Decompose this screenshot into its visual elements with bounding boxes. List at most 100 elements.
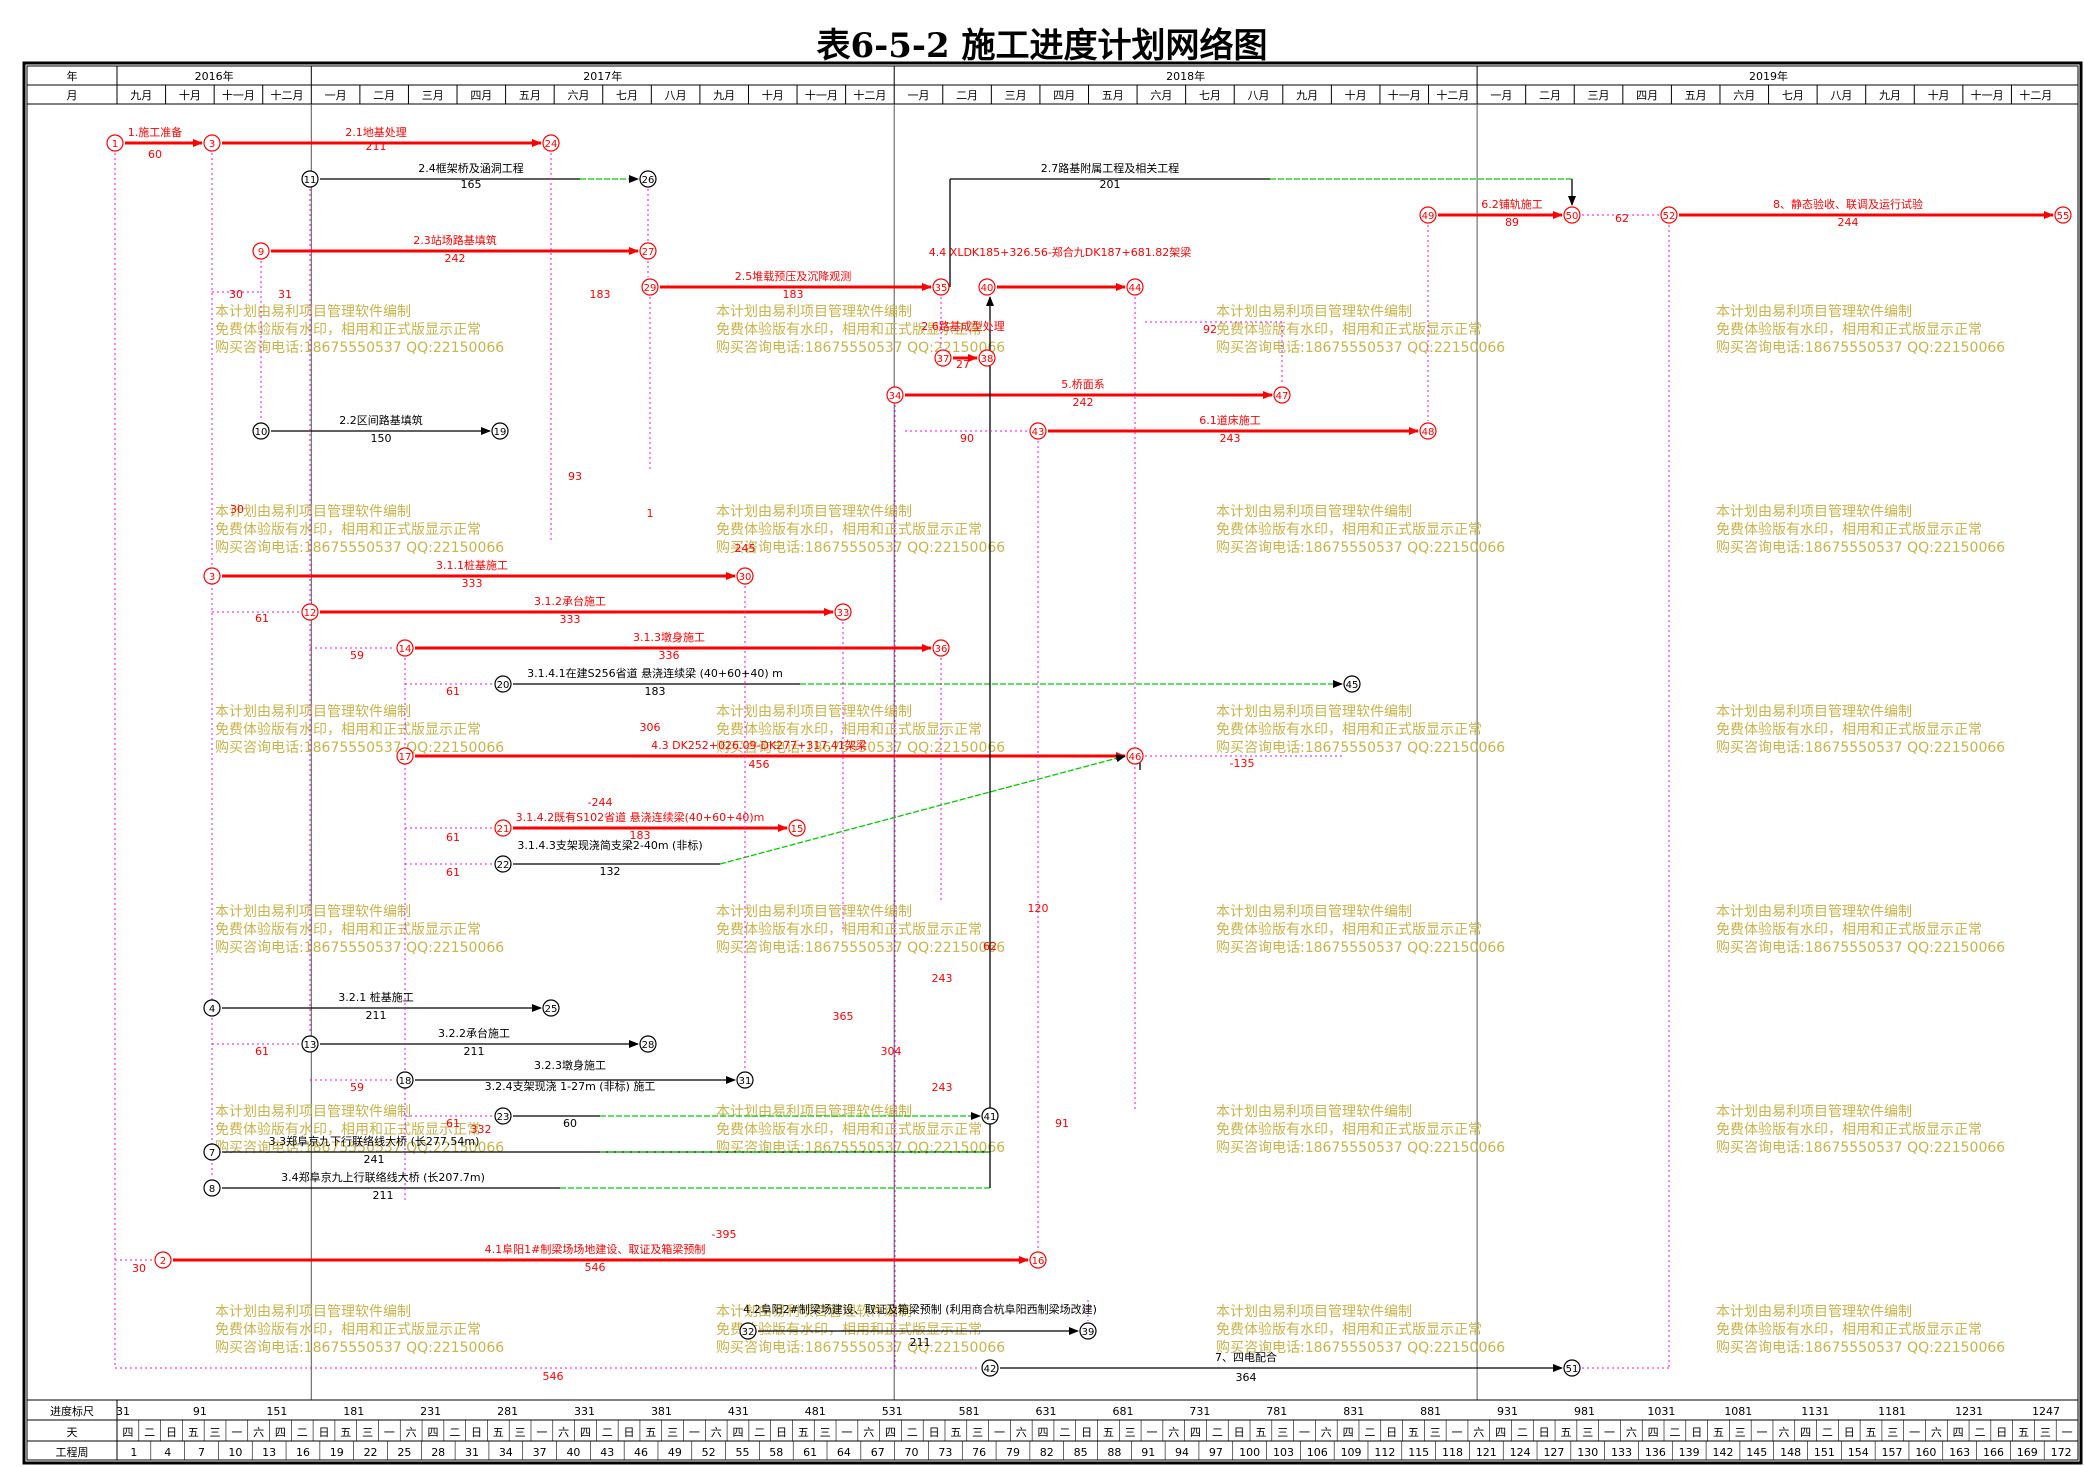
network-node [396, 747, 414, 765]
network-node [1029, 1251, 1047, 1269]
watermark-line: 购买咨询电话:18675550537 QQ:22150066 [215, 940, 504, 956]
month-cell: 四月 [1636, 89, 1658, 102]
week-cell: 127 [1543, 1446, 1564, 1459]
week-cell: 19 [330, 1446, 344, 1459]
watermark-line: 购买咨询电话:18675550537 QQ:22150066 [1716, 1340, 2005, 1356]
scale-value: 831 [1343, 1405, 1364, 1418]
network-node [2054, 206, 2072, 224]
node-number: 39 [1082, 1327, 1095, 1338]
activity-duration: 333 [462, 577, 483, 590]
activity-duration: 211 [366, 140, 387, 153]
week-cell: 139 [1679, 1446, 1700, 1459]
day-cell: 三 [515, 1426, 526, 1439]
day-cell: 一 [689, 1426, 700, 1439]
day-cell: 四 [1190, 1426, 1201, 1439]
day-cell: 六 [406, 1426, 417, 1439]
day-cell: 日 [318, 1426, 329, 1439]
month-cell: 二月 [373, 89, 395, 102]
watermark-line: 本计划由易利项目管理软件编制 [1716, 1104, 1912, 1120]
node-number: 3 [209, 572, 215, 583]
node-number: 22 [497, 860, 510, 871]
watermark-line: 购买咨询电话:18675550537 QQ:22150066 [1216, 340, 1505, 356]
day-cell: 二 [1059, 1426, 1070, 1439]
week-cell: 121 [1476, 1446, 1497, 1459]
scale-value: 1081 [1724, 1405, 1752, 1418]
day-cell: 六 [558, 1426, 569, 1439]
week-cell: 52 [702, 1446, 716, 1459]
watermark-line: 本计划由易利项目管理软件编制 [215, 904, 411, 920]
day-cell: 日 [1539, 1426, 1550, 1439]
float-value: 61 [255, 612, 269, 625]
day-cell: 三 [2040, 1426, 2051, 1439]
week-cell: 91 [1141, 1446, 1155, 1459]
activity-duration: 165 [461, 178, 482, 191]
watermark-line: 购买咨询电话:18675550537 QQ:22150066 [215, 740, 504, 756]
activity-name: 5.桥面系 [1061, 378, 1105, 391]
float-value: 30 [230, 503, 244, 516]
node-number: 15 [791, 824, 804, 835]
watermark-line: 免费体验版有水印，相用和正式版显示正常 [1716, 722, 1982, 738]
node-number: 10 [255, 427, 268, 438]
day-cell: 一 [231, 1426, 242, 1439]
watermark-line: 购买咨询电话:18675550537 QQ:22150066 [1716, 1140, 2005, 1156]
week-cell: 100 [1239, 1446, 1260, 1459]
month-cell: 十二月 [853, 88, 886, 102]
network-node [203, 567, 221, 585]
month-cell: 二月 [956, 89, 978, 102]
network-node [252, 242, 270, 260]
day-cell: 三 [1277, 1426, 1288, 1439]
node-number: 23 [497, 1112, 510, 1123]
week-cell: 142 [1712, 1446, 1733, 1459]
month-cell: 三月 [1588, 89, 1610, 102]
day-cell: 四 [1953, 1426, 1964, 1439]
day-cell: 六 [253, 1426, 264, 1439]
week-cell: 97 [1209, 1446, 1223, 1459]
node-number: 29 [644, 283, 657, 294]
week-cell: 25 [397, 1446, 411, 1459]
day-cell: 五 [340, 1426, 351, 1439]
week-cell: 28 [431, 1446, 445, 1459]
node-number: 7 [209, 1148, 215, 1159]
node-number: 34 [889, 391, 902, 402]
activity-name: 3.1.4.2既有S102省道 悬浇连续梁(40+60+40)m [516, 810, 765, 824]
activity-duration: 243 [1220, 432, 1241, 445]
day-cell: 二 [1517, 1426, 1528, 1439]
day-cell: 五 [2018, 1426, 2029, 1439]
day-cell: 三 [210, 1426, 221, 1439]
watermark-line: 免费体验版有水印，相用和正式版显示正常 [1216, 922, 1482, 938]
scale-value: 531 [882, 1405, 903, 1418]
float-value: 30 [229, 288, 243, 301]
day-cell: 一 [994, 1426, 1005, 1439]
day-cell: 日 [776, 1426, 787, 1439]
float-value: -244 [588, 796, 613, 809]
float-value: 92 [1203, 323, 1217, 336]
day-cell: 一 [1146, 1426, 1157, 1439]
watermark-line: 免费体验版有水印，相用和正式版显示正常 [1716, 322, 1982, 338]
activity-duration: 211 [910, 1336, 931, 1349]
week-cell: 118 [1442, 1446, 1463, 1459]
network-node [1126, 747, 1144, 765]
node-number: 26 [642, 175, 655, 186]
scale-value: 151 [266, 1405, 287, 1418]
week-cell: 112 [1374, 1446, 1395, 1459]
node-number: 44 [1129, 283, 1142, 294]
network-node [981, 1107, 999, 1125]
month-cell: 十月 [1345, 88, 1367, 102]
watermark-line: 本计划由易利项目管理软件编制 [215, 304, 411, 320]
node-number: 27 [642, 247, 655, 258]
activity-name: 3.1.4.1在建S256省道 悬浇连续梁 (40+60+40) m [527, 666, 783, 680]
watermark-line: 免费体验版有水印，相用和正式版显示正常 [1716, 922, 1982, 938]
day-cell: 一 [536, 1426, 547, 1439]
activity-duration: 242 [1073, 396, 1094, 409]
month-cell: 七月 [1199, 89, 1221, 102]
day-cell: 三 [1125, 1426, 1136, 1439]
node-number: 46 [1129, 752, 1142, 763]
activity-name: 2.4框架桥及涵洞工程 [418, 161, 524, 175]
node-number: 11 [304, 175, 317, 186]
activity-duration: 183 [783, 288, 804, 301]
network-node [203, 134, 221, 152]
node-number: 33 [837, 608, 850, 619]
day-row-label: 天 [67, 1426, 78, 1439]
day-cell: 日 [1081, 1426, 1092, 1439]
